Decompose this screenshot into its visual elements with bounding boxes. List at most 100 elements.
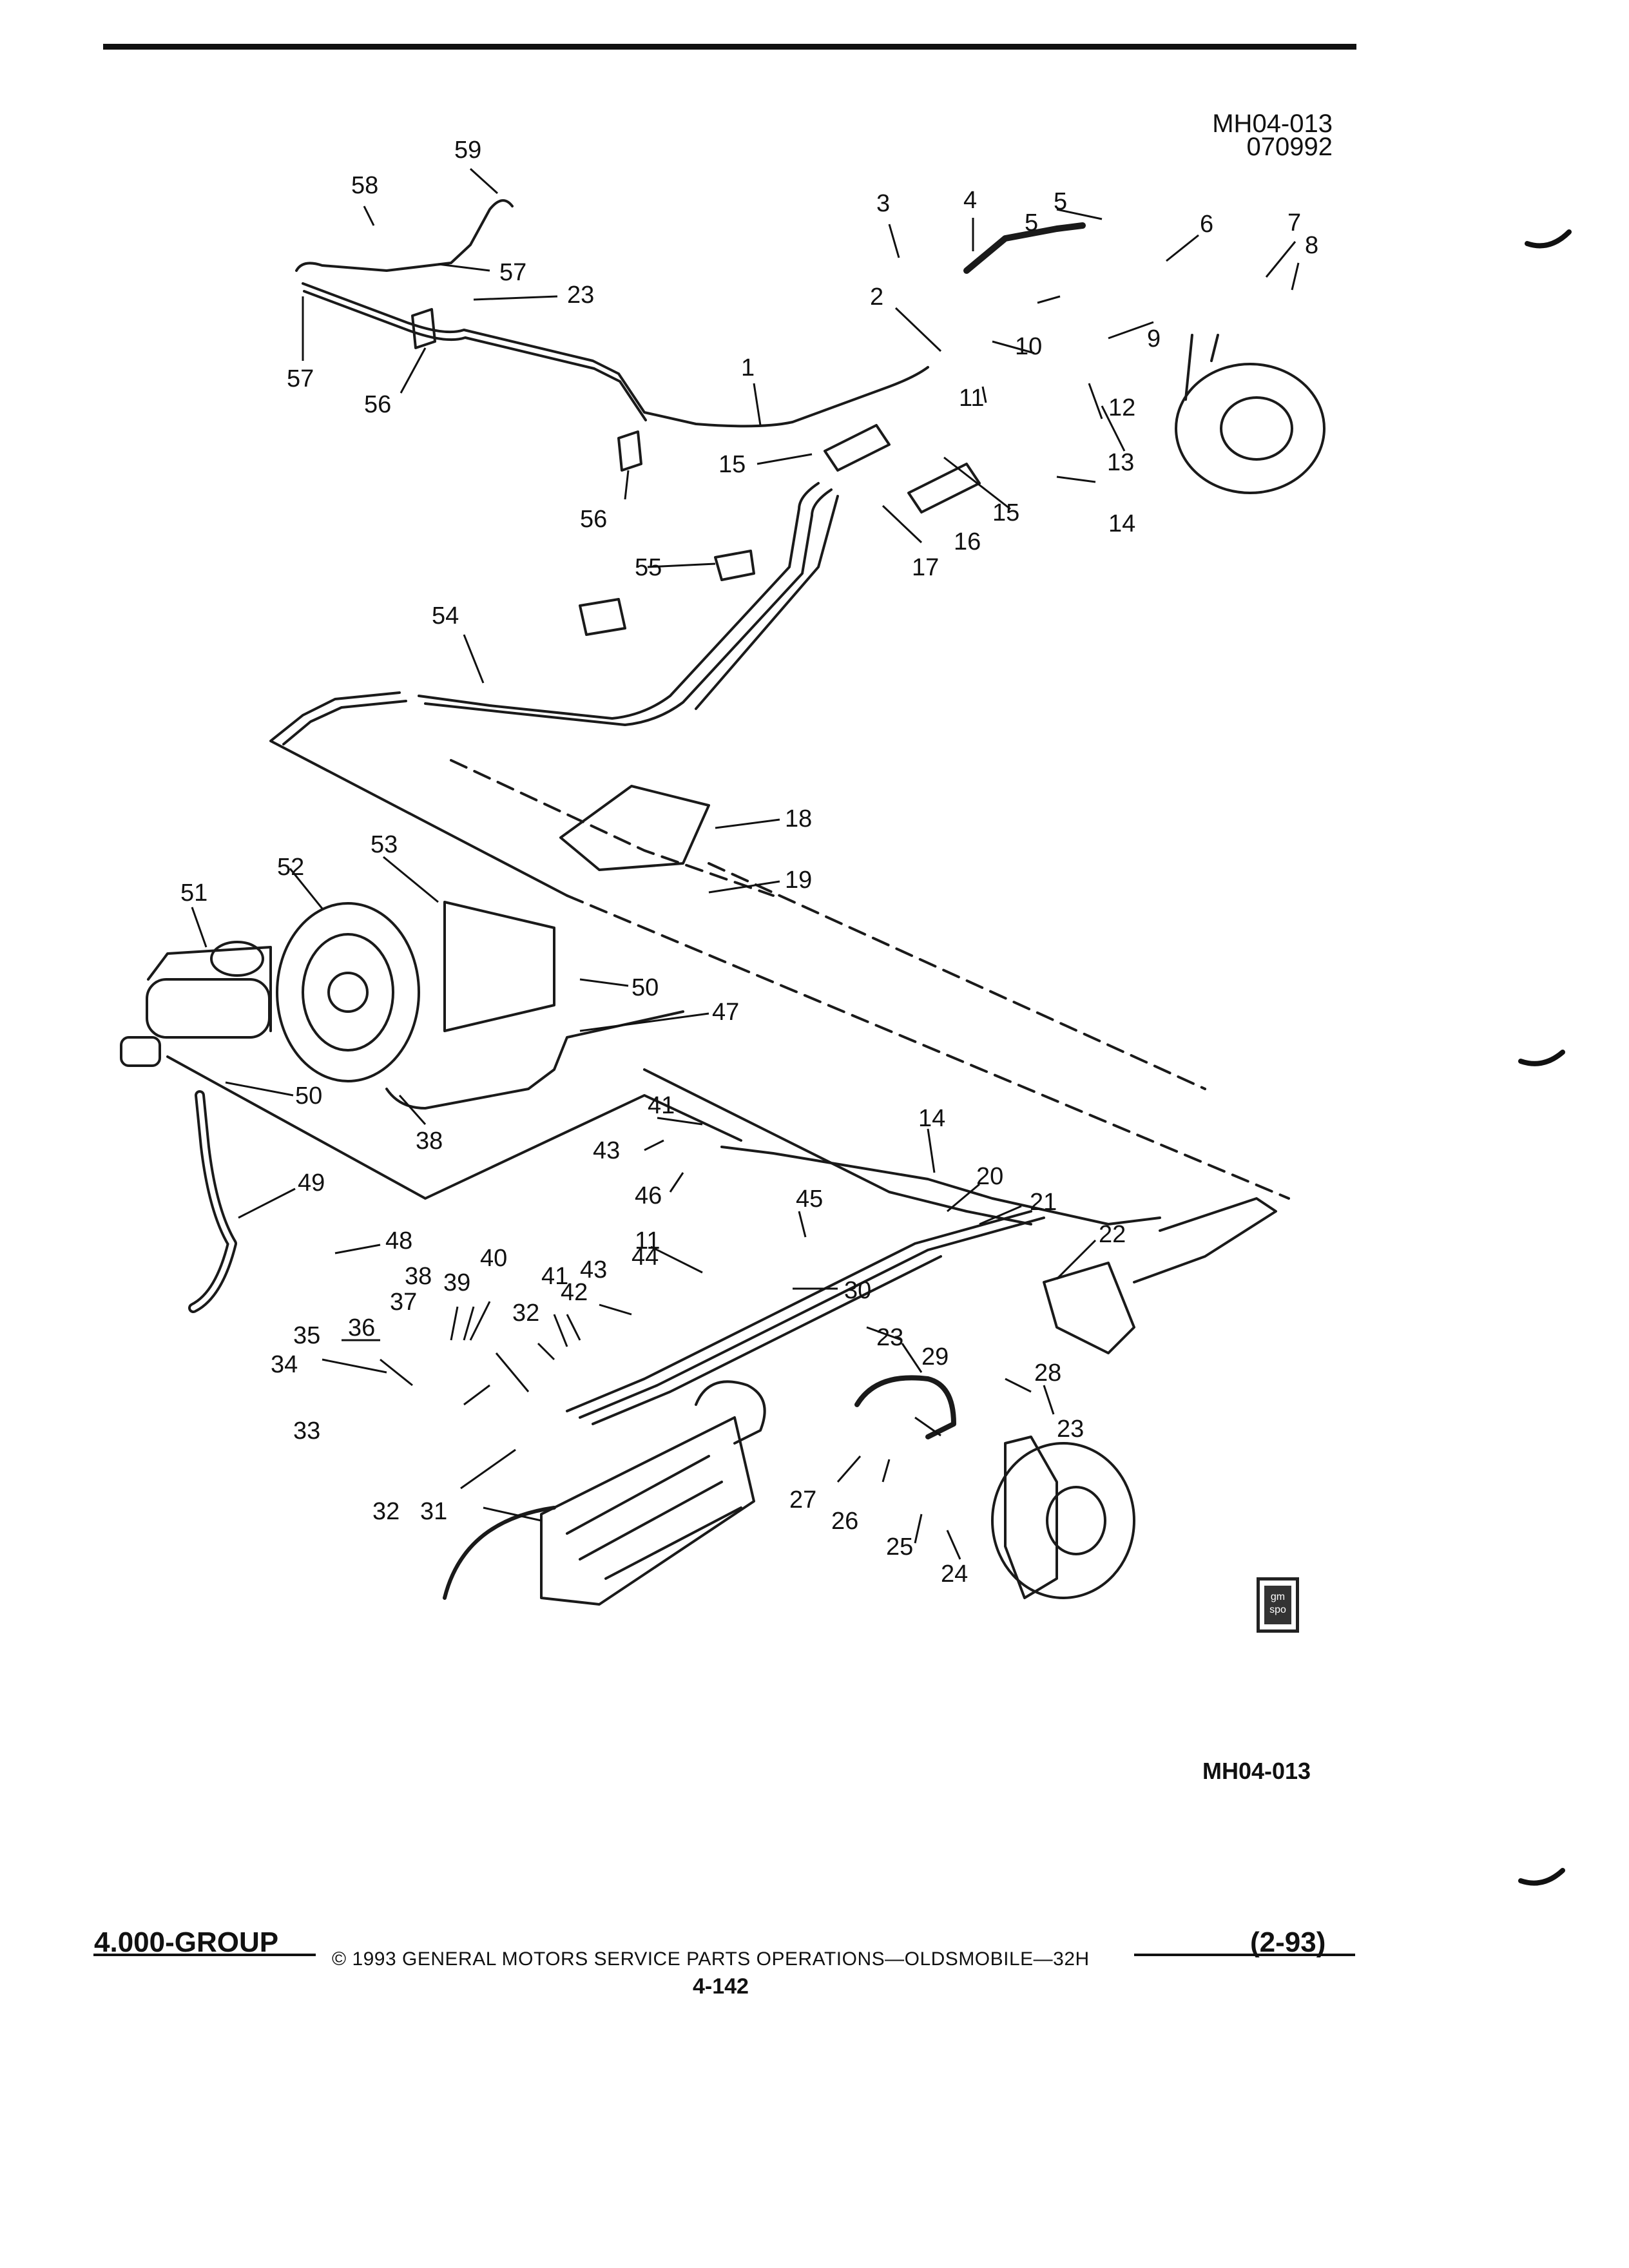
callout-30: 30: [844, 1277, 871, 1304]
callout-5-lower: 5: [1025, 209, 1038, 236]
callout-43-lower: 43: [580, 1256, 607, 1283]
callout-56-lower: 56: [580, 506, 607, 533]
heat-shield-18: [559, 785, 710, 871]
dashed-guide-2: [566, 894, 1290, 1200]
rear-drum-brake: [1175, 363, 1325, 494]
footer-group: 4.000-GROUP: [94, 1927, 279, 1958]
callout-58: 58: [351, 172, 378, 199]
junction-block-22: [1043, 1262, 1135, 1354]
callout-17: 17: [912, 554, 939, 581]
callout-11-lower: 11: [635, 1227, 660, 1254]
callout-23-upper: 23: [567, 282, 594, 309]
callout-28: 28: [1034, 1360, 1061, 1387]
callout-21: 21: [1030, 1189, 1057, 1216]
front-pipe-bundle-1: [643, 1068, 1032, 1225]
callout-29: 29: [921, 1343, 949, 1370]
front-disc-brake: [991, 1442, 1135, 1599]
front-pipe-bundle-4: [579, 1216, 1045, 1419]
callout-48: 48: [385, 1227, 412, 1254]
callout-labels: 59 58 57 23 57 56 1 15 56 3 4 5 6 7 8 5 …: [180, 137, 1318, 1588]
callout-51: 51: [180, 879, 207, 907]
callout-27: 27: [789, 1486, 816, 1514]
callout-34: 34: [271, 1351, 298, 1378]
front-pipe-bundle-3: [566, 1210, 1032, 1412]
dashed-guide-1: [450, 759, 775, 897]
callout-6: 6: [1200, 211, 1213, 238]
brake-booster-ring: [302, 933, 394, 1052]
callout-9: 9: [1147, 325, 1161, 352]
callout-12: 12: [1108, 394, 1135, 421]
callout-5-upper: 5: [1054, 188, 1067, 215]
callout-57-upper: 57: [499, 259, 526, 286]
center-pipe-b: [424, 488, 833, 726]
frame-pipe-left-2: [282, 700, 407, 745]
callout-14-lower: 14: [918, 1105, 945, 1132]
callout-31: 31: [420, 1498, 447, 1525]
callout-38-lower: 38: [405, 1263, 432, 1290]
front-disc-hub: [1046, 1486, 1106, 1555]
front-pipe-bundle-5: [592, 1255, 942, 1425]
front-wheel-arc: [443, 1506, 556, 1600]
callout-46: 46: [635, 1182, 662, 1209]
callout-43-upper: 43: [593, 1137, 620, 1164]
callout-49: 49: [298, 1169, 325, 1196]
rear-axle-tube: [1184, 334, 1219, 401]
callout-53: 53: [371, 831, 398, 858]
callout-41-lower: 41: [541, 1263, 568, 1290]
callout-26: 26: [831, 1508, 858, 1535]
scan-margin-mark-3: [1518, 1868, 1565, 1886]
booster-mount-plate: [443, 901, 555, 1032]
lower-frame-outline: [166, 1055, 742, 1200]
callout-7: 7: [1287, 209, 1301, 236]
rear-brake-pipe-main: [302, 282, 929, 428]
callout-2: 2: [870, 284, 883, 311]
callout-24: 24: [941, 1561, 968, 1588]
flex-hose-4: [963, 222, 1086, 274]
callout-10: 10: [1015, 333, 1042, 360]
frame-pipe-left: [269, 691, 568, 897]
header-date-code: 070992: [1246, 133, 1333, 161]
callout-47: 47: [712, 999, 739, 1026]
booster-pipe-38: [385, 1010, 684, 1110]
rear-brake-pipe-main-2: [303, 290, 647, 421]
callout-22: 22: [1099, 1221, 1126, 1248]
right-frame-pipe: [1133, 1197, 1277, 1283]
callout-45: 45: [796, 1186, 823, 1213]
callout-25: 25: [886, 1533, 913, 1561]
callout-44: 44: [631, 1244, 659, 1271]
callout-57-lower: 57: [287, 365, 314, 392]
callout-11-upper: 11: [959, 385, 984, 412]
callout-41-upper: 41: [648, 1092, 675, 1119]
footer-revision: (2-93): [1250, 1927, 1326, 1958]
clip-55-a: [714, 550, 755, 581]
callout-50-left: 50: [295, 1082, 322, 1110]
footer-page-number: 4-142: [693, 1974, 749, 1999]
figure-id: MH04-013: [1202, 1758, 1311, 1784]
callout-33: 33: [293, 1418, 320, 1445]
callout-23-middle: 23: [876, 1324, 903, 1351]
callout-16: 16: [954, 528, 981, 555]
footer-copyright: © 1993 GENERAL MOTORS SERVICE PARTS OPER…: [332, 1948, 1090, 1970]
callout-1: 1: [741, 354, 755, 381]
abs-modulator-detail: [566, 1455, 742, 1580]
brake-booster-hub: [327, 972, 369, 1013]
master-cylinder-body: [146, 978, 271, 1039]
vacuum-hose-49-inner: [191, 1093, 235, 1311]
callout-59: 59: [454, 137, 481, 164]
scan-margin-mark-2: [1518, 1050, 1565, 1066]
callout-32-lower: 32: [372, 1498, 400, 1525]
callout-4: 4: [963, 187, 977, 214]
callout-15-upper: 15: [718, 451, 746, 478]
clip-55-b: [579, 598, 626, 636]
header-ref-code: MH04-013: [1212, 110, 1333, 138]
callout-54: 54: [432, 602, 459, 629]
callout-50-right: 50: [631, 974, 659, 1001]
center-pipe-a: [418, 482, 820, 720]
callout-40: 40: [480, 1245, 507, 1272]
callout-15-lower: 15: [992, 499, 1019, 526]
reservoir-outline: [147, 946, 272, 1032]
abs-pump: [695, 1380, 766, 1445]
clip-56-upper: [411, 308, 436, 349]
callout-39: 39: [443, 1269, 470, 1296]
